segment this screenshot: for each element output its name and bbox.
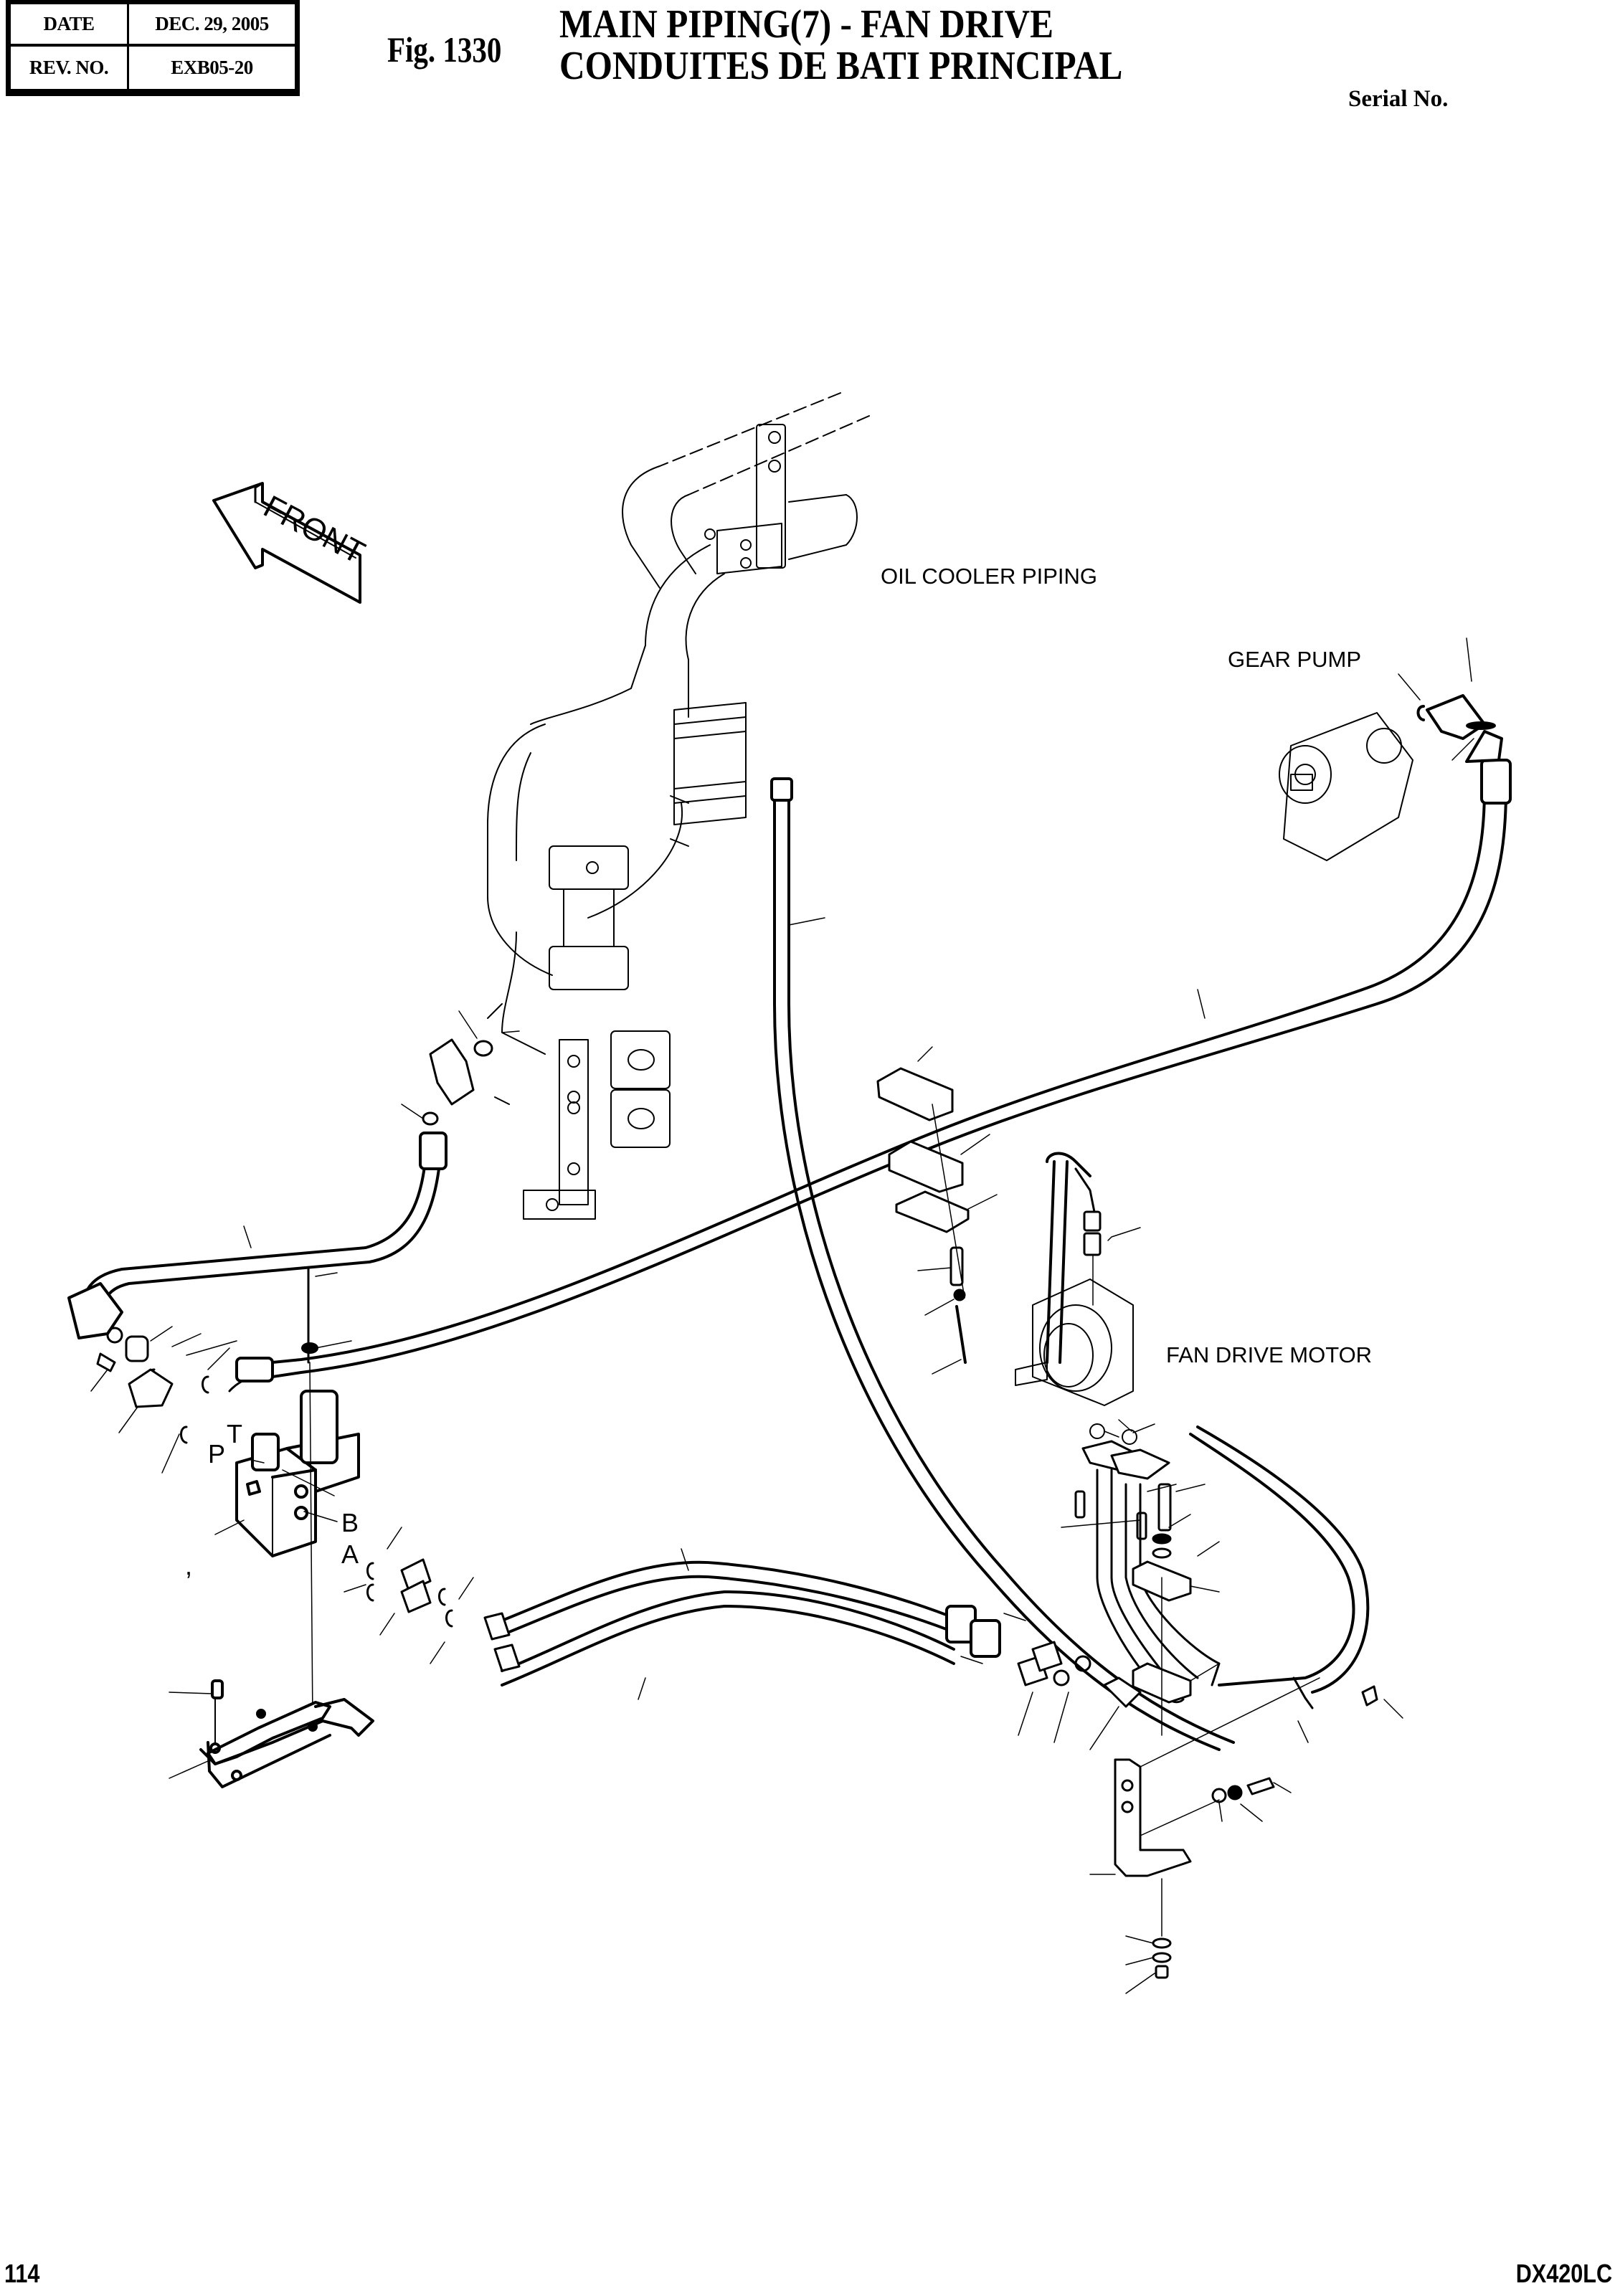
port-label-t: T bbox=[227, 1419, 242, 1448]
oil-cooler-piping-label: OIL COOLER PIPING bbox=[881, 564, 1097, 589]
relief-valve-block bbox=[214, 1268, 360, 1722]
date-label: DATE bbox=[11, 4, 129, 47]
hose-left bbox=[67, 1132, 447, 1339]
port-label-a: A bbox=[341, 1540, 359, 1569]
valve-mount-bracket bbox=[169, 1679, 374, 1788]
revision-label: REV. NO. bbox=[11, 47, 129, 89]
page-subtitle: CONDUITES DE BATI PRINCIPAL bbox=[559, 44, 1123, 88]
figure-number: Fig. 1330 bbox=[387, 29, 502, 70]
hose-pair-center bbox=[501, 1548, 1001, 1700]
motor-tubes bbox=[1061, 1440, 1221, 1736]
stray-mark: , bbox=[185, 1551, 192, 1580]
port-label-p: P bbox=[208, 1439, 225, 1469]
valve-fittings bbox=[90, 1326, 274, 1474]
elbow-fitting bbox=[401, 1010, 520, 1126]
center-flanges bbox=[960, 1613, 1142, 1750]
fan-drive-motor bbox=[1015, 1152, 1155, 1445]
front-arrow-icon: FRONT bbox=[212, 482, 371, 604]
hose-right-loop bbox=[1189, 1425, 1403, 1743]
date-value: DEC. 29, 2005 bbox=[129, 4, 295, 47]
gear-pump bbox=[1279, 637, 1503, 861]
page-title: MAIN PIPING(7) - FAN DRIVE bbox=[559, 2, 1053, 47]
revision-value: EXB05-20 bbox=[171, 57, 253, 78]
model-number: DX420LC bbox=[1515, 2259, 1612, 2288]
revision-info-table: DATE DEC. 29, 2005 REV. NO. EXB05-20 bbox=[6, 0, 300, 96]
port-label-b: B bbox=[341, 1508, 359, 1537]
lower-right-bracket bbox=[1089, 1677, 1320, 1994]
valve-ab-fittings bbox=[344, 1527, 521, 1672]
pipe-clamp-assembly bbox=[876, 1046, 998, 1375]
oil-cooler-piping bbox=[487, 392, 870, 1220]
gear-pump-label: GEAR PUMP bbox=[1228, 647, 1361, 672]
page-number: 114 bbox=[4, 2259, 40, 2288]
serial-number-label: Serial No. bbox=[1348, 86, 1449, 112]
hose-center bbox=[770, 777, 1235, 1751]
hose-gear-pump bbox=[235, 759, 1512, 1382]
fan-drive-motor-label: FAN DRIVE MOTOR bbox=[1166, 1342, 1372, 1367]
